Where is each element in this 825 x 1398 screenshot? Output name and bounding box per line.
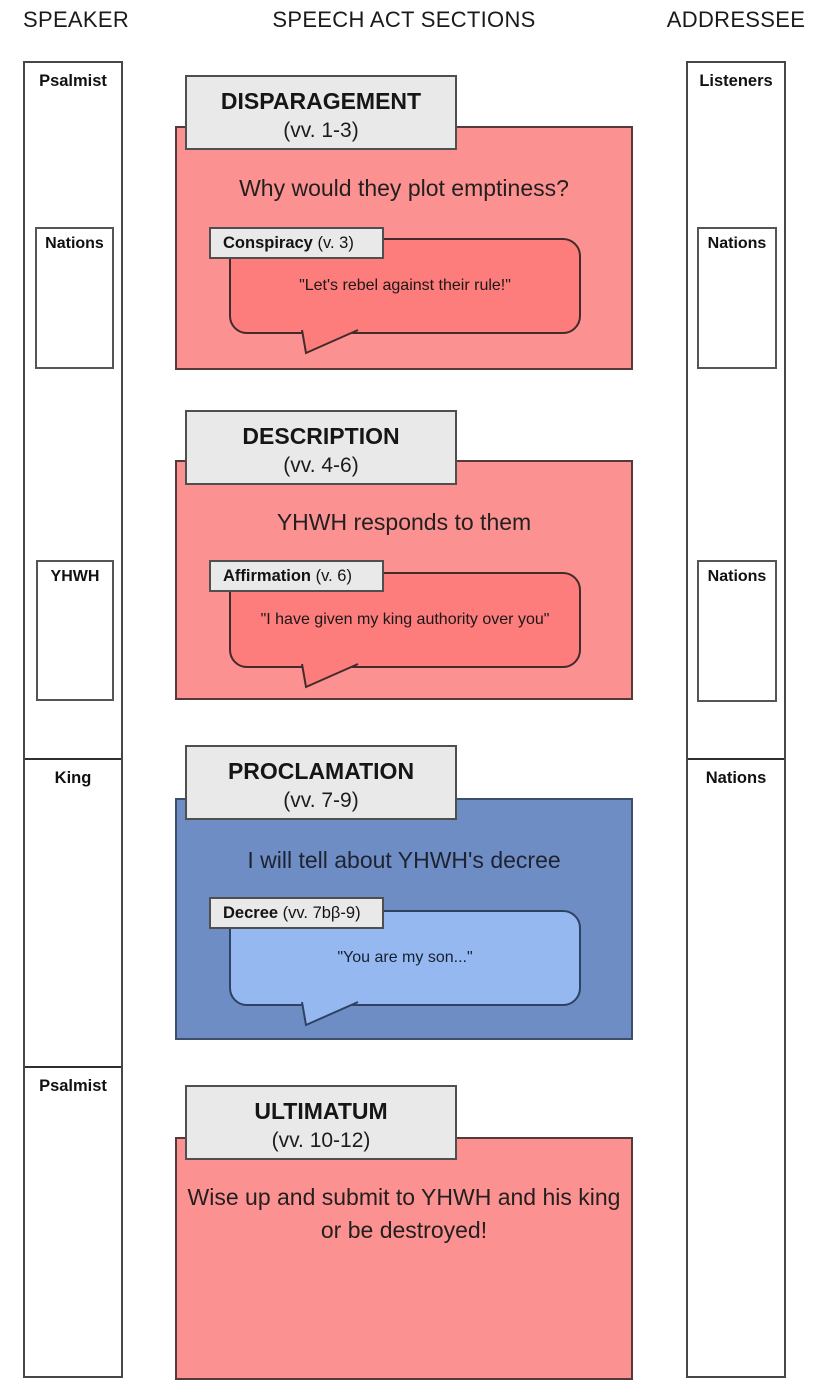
callout-label-rest: (v. 3): [312, 234, 354, 252]
section-prompt: YHWH responds to them: [276, 509, 532, 535]
addressee-subbox-label: Nations: [707, 568, 767, 585]
section-ultimatum-header: ULTIMATUM (vv. 10-12): [185, 1085, 457, 1160]
addressee-label: Listeners: [699, 72, 773, 90]
bubble-quote: "You are my son...": [337, 949, 473, 966]
addressee-column-header: ADDRESSEE: [666, 7, 806, 32]
callout-label-rest: (v. 6): [311, 567, 352, 585]
speaker-column-header: SPEAKER: [23, 7, 130, 32]
bubble-quote: "I have given my king authority over you…: [260, 611, 550, 628]
bubble-quote: "Let's rebel against their rule!": [299, 277, 511, 294]
speaker-segment-king: King: [25, 758, 121, 1066]
section-description-header: DESCRIPTION (vv. 4-6): [185, 410, 457, 485]
section-verses: (vv. 7-9): [283, 789, 359, 812]
section-disparagement-header: DISPARAGEMENT (vv. 1-3): [185, 75, 457, 150]
addressee-subbox-nations-2: Nations: [697, 560, 777, 702]
speaker-label: King: [54, 769, 92, 787]
section-title: DISPARAGEMENT: [220, 88, 422, 114]
speaker-label: Psalmist: [39, 1077, 107, 1095]
section-verses: (vv. 4-6): [283, 454, 359, 477]
addressee-segment-listeners: Listeners Nations Nations: [688, 63, 784, 758]
callout-label-rest: (vv. 7bβ-9): [278, 904, 361, 922]
section-title: ULTIMATUM: [254, 1098, 388, 1124]
speech-act-sections-header: SPEECH ACT SECTIONS: [272, 7, 536, 32]
bubble-tail-icon: [301, 1001, 359, 1027]
callout-label-conspiracy: Conspiracy (v. 3): [209, 227, 384, 259]
section-verses: (vv. 10-12): [271, 1129, 371, 1152]
addressee-subbox-nations-1: Nations: [697, 227, 777, 369]
addressee-subbox-label: Nations: [707, 235, 767, 252]
speaker-column: Psalmist Nations YHWH King Psalmist: [23, 61, 123, 1378]
callout-label-bold: Decree: [223, 904, 279, 922]
speaker-segment-psalmist-1: Psalmist Nations YHWH: [25, 63, 121, 758]
section-verses: (vv. 1-3): [283, 119, 359, 142]
speaker-subbox-nations: Nations: [35, 227, 114, 369]
section-prompt: I will tell about YHWH's decree: [247, 847, 561, 873]
speaker-subbox-yhwh: YHWH: [36, 560, 114, 701]
section-title: PROCLAMATION: [227, 758, 415, 784]
speaker-label: Psalmist: [39, 72, 107, 90]
speaker-subbox-label: Nations: [45, 235, 104, 252]
section-prompt: Why would they plot emptiness?: [239, 175, 569, 201]
bubble-tail-icon: [301, 329, 359, 355]
section-proclamation-header: PROCLAMATION (vv. 7-9): [185, 745, 457, 820]
speaker-subbox-label: YHWH: [50, 568, 100, 585]
section-title: DESCRIPTION: [242, 423, 400, 449]
speaker-segment-psalmist-2: Psalmist: [25, 1066, 121, 1376]
addressee-segment-nations: Nations: [688, 758, 784, 1376]
callout-label-bold: Affirmation: [223, 567, 311, 585]
callout-label-affirmation: Affirmation (v. 6): [209, 560, 384, 592]
callout-label-bold: Conspiracy: [223, 234, 313, 252]
section-prompt: Wise up and submit to YHWH and his king …: [187, 1184, 621, 1243]
section-ultimatum-body: Wise up and submit to YHWH and his king …: [175, 1137, 633, 1380]
addressee-label: Nations: [705, 769, 767, 787]
addressee-column: Listeners Nations Nations Nations: [686, 61, 786, 1378]
speech-bubble-conspiracy: "Let's rebel against their rule!": [229, 238, 581, 355]
bubble-tail-icon: [301, 663, 359, 689]
callout-label-decree: Decree (vv. 7bβ-9): [209, 897, 384, 929]
